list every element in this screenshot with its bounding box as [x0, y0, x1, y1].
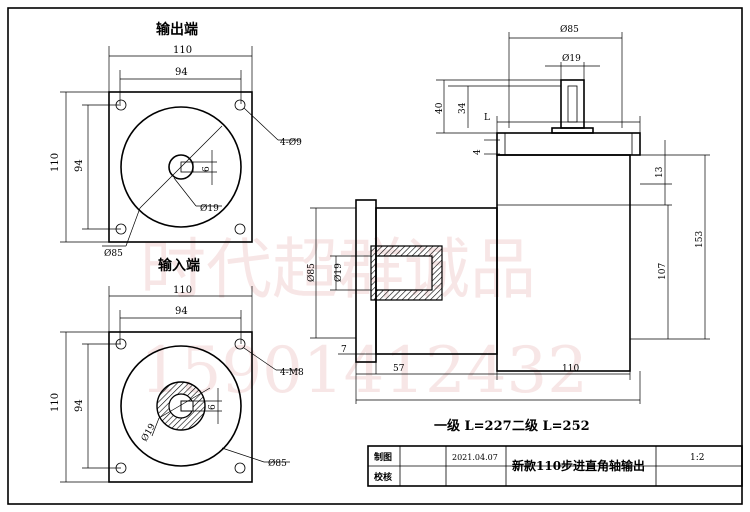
side-dim-4: 4: [473, 149, 483, 155]
title-product-name: 新款110步进直角轴输出: [512, 458, 645, 473]
title-check-label: 校核: [374, 471, 392, 483]
input-dim-pilot: Ø85: [268, 458, 287, 469]
input-dim-94: 94: [175, 306, 188, 317]
output-dim-height-110: 110: [50, 153, 61, 172]
watermark-company: 时代超群诚品: [140, 231, 536, 308]
side-dim-top-shaft: Ø19: [562, 53, 581, 64]
side-dim-top-pilot: Ø85: [560, 24, 579, 35]
input-end-view: 输入端 110 94 110 94: [50, 257, 304, 483]
input-hole-callout: 4-M8: [280, 368, 304, 378]
output-dim-pilot: Ø85: [104, 248, 123, 259]
input-dim-height-94: 94: [74, 399, 85, 412]
drawing-border: [7, 7, 743, 505]
side-dim-153: 153: [695, 231, 705, 248]
input-dim-6: 6: [208, 404, 218, 410]
output-end-title: 输出端: [156, 21, 198, 38]
input-dim-bore: Ø19: [139, 421, 158, 443]
side-dim-left-19: Ø19: [333, 263, 344, 282]
side-dim-L: L: [484, 113, 490, 123]
input-dim-height-110: 110: [50, 393, 61, 412]
length-note-one: 一级 L=227: [434, 418, 512, 434]
title-scale: 1:2: [690, 453, 704, 463]
side-dim-left-85: Ø85: [306, 263, 317, 282]
output-end-view: 输出端 110 94 110 94 4-Ø9: [50, 21, 302, 259]
output-dim-110: 110: [173, 45, 192, 56]
title-block: 制图 校核 2021.04.07 新款110步进直角轴输出 1:2: [367, 445, 743, 487]
side-dim-34: 34: [458, 102, 468, 114]
output-dim-height-94: 94: [74, 159, 85, 172]
title-drawn-label: 制图: [374, 451, 392, 463]
output-dim-shaft: Ø19: [200, 203, 219, 214]
side-dim-7: 7: [341, 345, 347, 355]
input-end-title: 输入端: [158, 257, 200, 274]
output-hole-callout: 4-Ø9: [280, 137, 302, 148]
side-dim-40: 40: [435, 102, 445, 114]
output-dim-94: 94: [175, 67, 188, 78]
side-dim-57: 57: [393, 364, 405, 374]
side-dim-13: 13: [655, 166, 665, 178]
input-dim-110: 110: [173, 285, 192, 296]
title-date: 2021.04.07: [452, 453, 498, 462]
side-dim-110: 110: [562, 364, 579, 374]
side-dim-107: 107: [658, 263, 668, 280]
side-view: Ø85 Ø19 40 34 4 L: [306, 24, 710, 404]
output-dim-6: 6: [202, 166, 212, 172]
length-note-two: 二级 L=252: [512, 418, 590, 434]
